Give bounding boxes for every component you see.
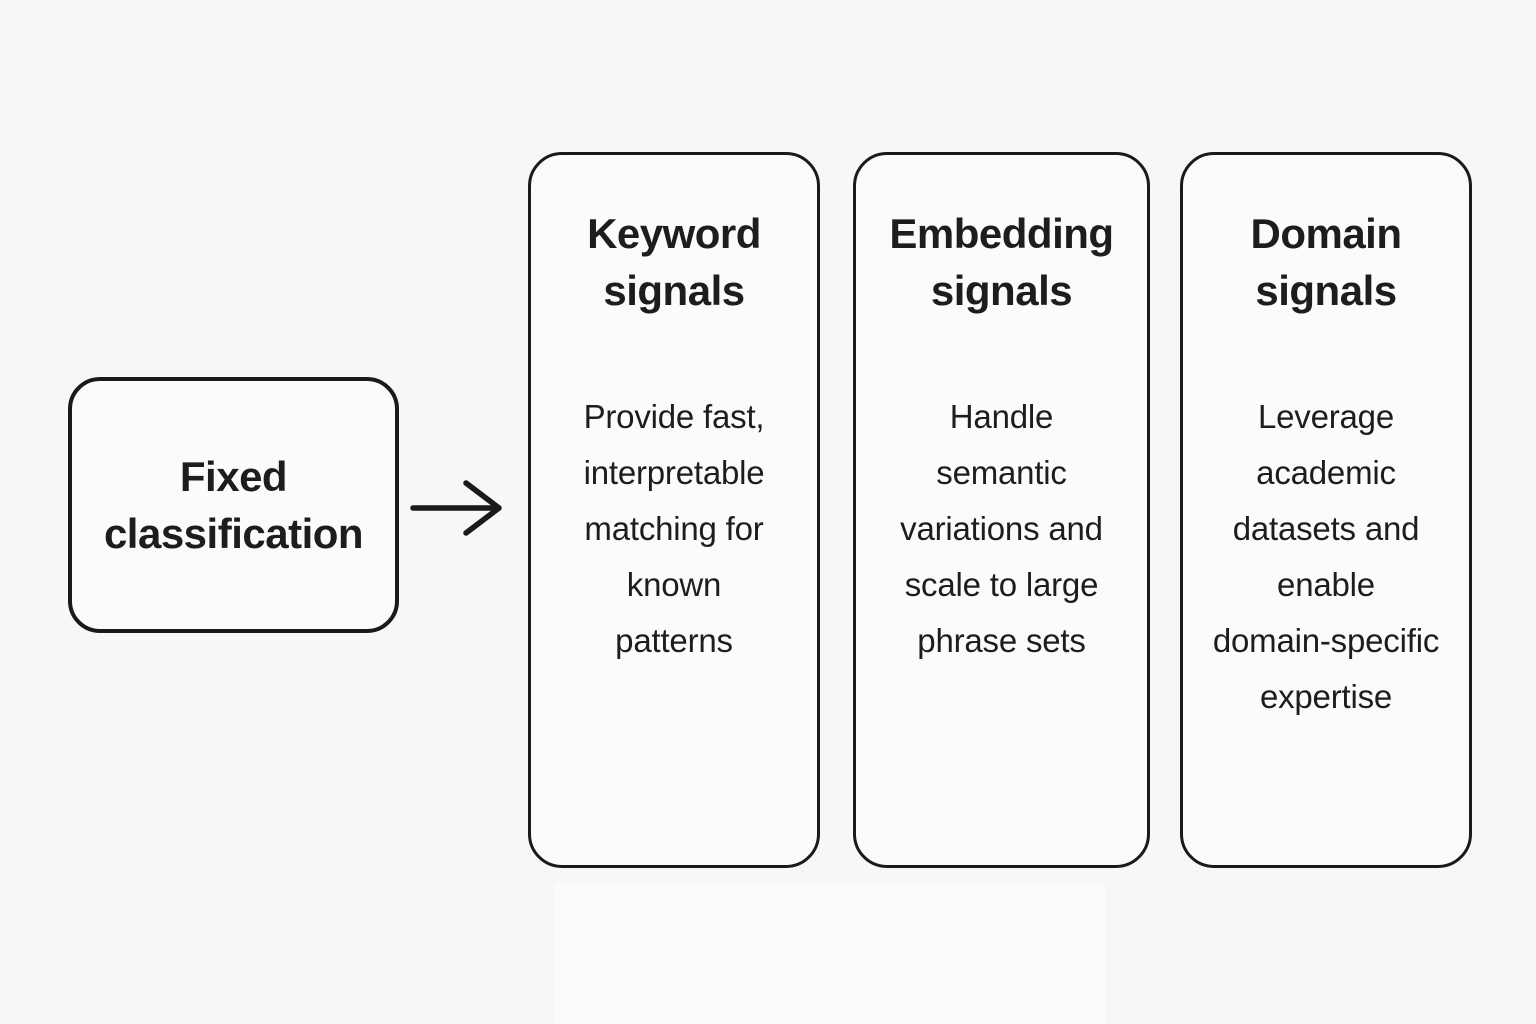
embedding-signals-card: Embedding signals Handle semantic variat… [853, 152, 1150, 868]
domain-signals-title: Domain signals [1250, 210, 1402, 314]
fixed-classification-box: Fixed classification [68, 377, 399, 633]
embedding-signals-description: Handle semantic variations and scale to … [900, 398, 1103, 659]
fixed-classification-label: Fixed classification [103, 453, 364, 557]
keyword-signals-title: Keyword signals [587, 210, 761, 314]
embedding-signals-title: Embedding signals [889, 210, 1114, 314]
arrow-right-icon [410, 480, 502, 536]
keyword-signals-card: Keyword signals Provide fast, interpreta… [528, 152, 820, 868]
domain-signals-description: Leverage academic datasets and enable do… [1212, 398, 1440, 715]
domain-signals-card: Domain signals Leverage academic dataset… [1180, 152, 1472, 868]
keyword-signals-description: Provide fast, interpretable matching for… [583, 398, 765, 659]
